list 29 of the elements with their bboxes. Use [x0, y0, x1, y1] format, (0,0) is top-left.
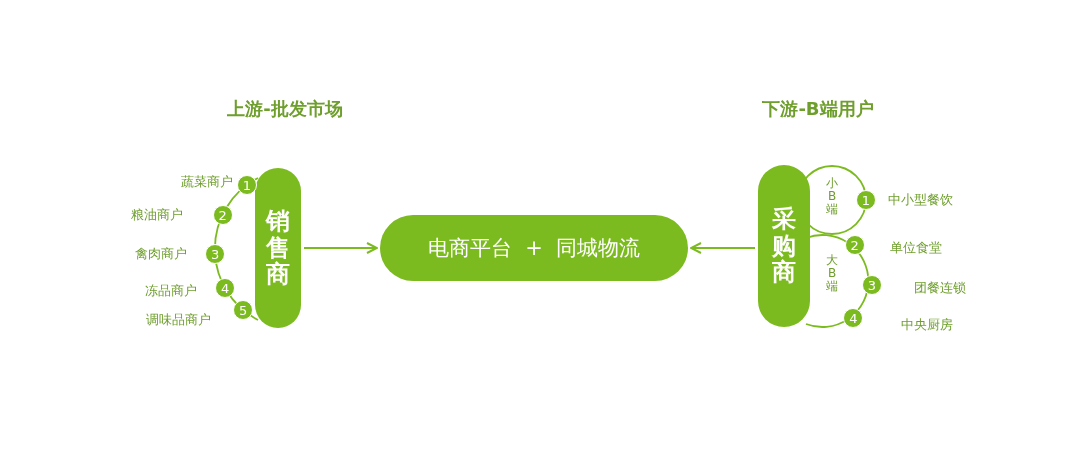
group-label: 小B端: [826, 177, 838, 217]
number-circle: 5: [233, 300, 254, 320]
number-circle: 2: [844, 235, 865, 255]
pill-label: 销售商: [266, 208, 290, 288]
number-circle: 4: [215, 278, 236, 298]
category-label: 调味品商户: [146, 311, 212, 329]
category-label: 单位食堂: [889, 239, 942, 257]
arrow: [690, 242, 756, 254]
group-label: 大B端: [826, 254, 838, 294]
pill-label: 采购商: [772, 206, 796, 286]
vertical-pill: [255, 168, 301, 328]
category-label: 团餐连锁: [913, 279, 966, 297]
number-circle: 1: [856, 190, 876, 210]
category-label: 中小型餐饮: [888, 191, 953, 209]
section-heading: 上游-批发市场: [227, 97, 343, 121]
category-label: 粮油商户: [130, 206, 183, 224]
number-circle: 4: [843, 308, 864, 328]
number-circle: 1: [237, 175, 257, 195]
pill-label: 电商平台 + 同城物流: [427, 235, 641, 262]
number-circle: 3: [861, 275, 882, 295]
number-circle: 3: [205, 244, 226, 264]
number-circle: 2: [212, 205, 233, 225]
vertical-pill: [758, 165, 810, 327]
category-label: 蔬菜商户: [181, 173, 233, 191]
arrow: [303, 242, 378, 254]
category-label: 冻品商户: [145, 282, 198, 300]
category-label: 禽肉商户: [135, 245, 188, 263]
section-heading: 下游-B端用户: [762, 97, 874, 121]
category-label: 中央厨房: [901, 316, 954, 334]
